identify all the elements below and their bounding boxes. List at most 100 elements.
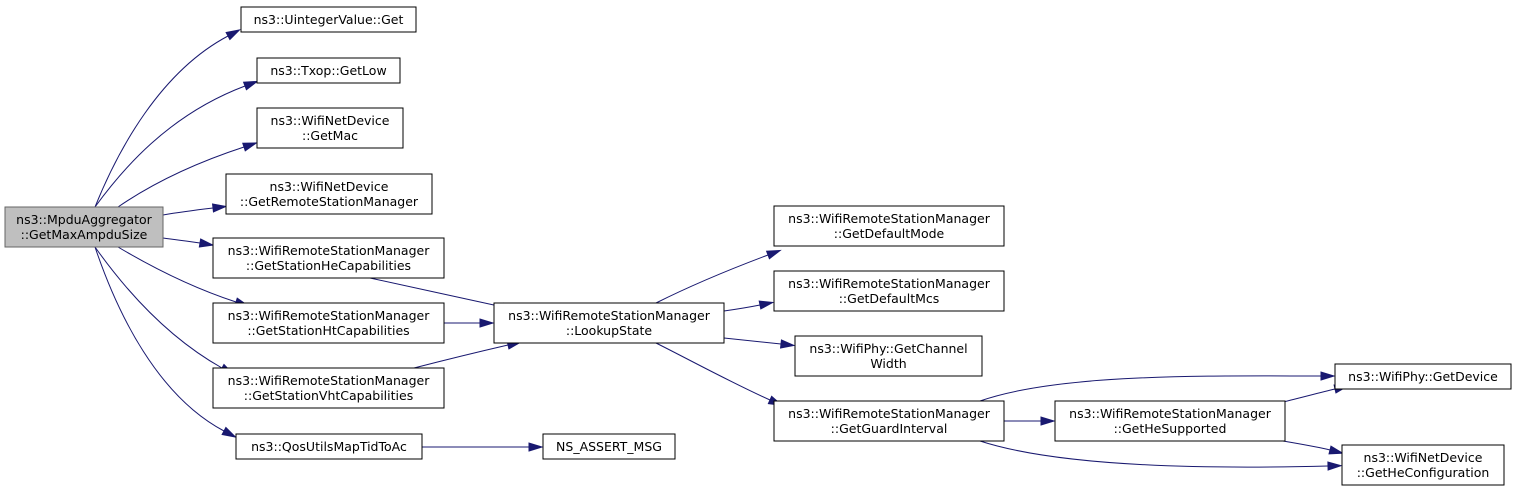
node-label-line: ns3::WifiRemoteStationManager: [228, 373, 431, 388]
edge-root-to-getrsm: [162, 203, 228, 216]
node-box: [1341, 444, 1505, 486]
node-label-line: ::GetMac: [302, 128, 358, 143]
edge-htcap-to-lookup: [444, 318, 495, 328]
node-label-line: ns3::WifiPhy::GetDevice: [1348, 369, 1498, 384]
edge-lookup-to-guard: [655, 342, 784, 407]
node-uinteger[interactable]: ns3::UintegerValue::Get: [240, 6, 417, 33]
node-box: [794, 335, 983, 377]
node-label-line: ns3::UintegerValue::Get: [254, 12, 404, 27]
node-getdevice[interactable]: ns3::WifiPhy::GetDevice: [1334, 363, 1512, 390]
node-box: [256, 57, 401, 84]
arrowhead: [242, 142, 258, 152]
node-box: [212, 367, 445, 409]
node-label-line: ::GetDefaultMode: [834, 226, 945, 241]
arrowhead: [765, 249, 782, 260]
node-box: [1334, 363, 1512, 390]
node-defmode[interactable]: ns3::WifiRemoteStationManager::GetDefaul…: [773, 205, 1005, 247]
edge-line: [94, 35, 229, 208]
node-label-line: ::GetMaxAmpduSize: [21, 227, 148, 242]
arrowhead: [1327, 461, 1343, 471]
node-label-line: ns3::WifiNetDevice: [1364, 450, 1483, 465]
edge-guard-to-getdevice: [979, 371, 1336, 402]
arrowhead: [1328, 445, 1345, 455]
node-hesup[interactable]: ns3::WifiRemoteStationManager::GetHeSupp…: [1054, 400, 1286, 442]
edge-line: [655, 342, 771, 401]
edge-line: [162, 237, 201, 244]
node-htcap[interactable]: ns3::WifiRemoteStationManager::GetStatio…: [212, 302, 445, 344]
node-label-line: ns3::WifiRemoteStationManager: [788, 211, 991, 226]
node-guard[interactable]: ns3::WifiRemoteStationManager::GetGuardI…: [773, 400, 1005, 442]
node-box: [542, 433, 676, 460]
node-label-line: ns3::WifiRemoteStationManager: [788, 406, 991, 421]
node-assert[interactable]: NS_ASSERT_MSG: [542, 433, 676, 460]
arrowhead: [1320, 371, 1336, 381]
node-label-line: ::GetDefaultMcs: [839, 291, 940, 306]
node-getrsm[interactable]: ns3::WifiNetDevice::GetRemoteStationMana…: [225, 173, 433, 215]
edge-lookup-to-defmcs: [723, 300, 775, 312]
edge-line: [94, 246, 223, 369]
arrowhead: [1040, 416, 1056, 426]
node-box: [235, 433, 423, 460]
arrowhead: [758, 300, 775, 310]
node-box: [256, 107, 404, 149]
arrowhead: [198, 238, 215, 248]
edge-guard-to-heconf: [979, 440, 1343, 471]
edge-line: [94, 85, 246, 208]
node-label-line: Width: [870, 356, 906, 371]
arrowhead: [242, 80, 259, 91]
edge-line: [94, 246, 225, 432]
node-hecap[interactable]: ns3::WifiRemoteStationManager::GetStatio…: [212, 237, 445, 279]
arrowhead: [528, 442, 544, 452]
arrowhead: [211, 203, 228, 213]
edge-line: [413, 344, 509, 369]
node-box: [4, 206, 164, 248]
arrowhead: [221, 426, 237, 438]
node-box: [1054, 400, 1286, 442]
node-label-line: ns3::Txop::GetLow: [270, 63, 386, 78]
node-vhtcap[interactable]: ns3::WifiRemoteStationManager::GetStatio…: [212, 367, 445, 409]
node-box: [212, 302, 445, 344]
edge-lookup-to-chwidth: [723, 337, 796, 349]
node-label-line: ns3::WifiRemoteStationManager: [508, 308, 711, 323]
node-box: [773, 205, 1005, 247]
edge-line: [1282, 388, 1336, 403]
edge-line: [162, 207, 214, 216]
node-label-line: ns3::WifiRemoteStationManager: [228, 243, 431, 258]
edge-guard-to-hesup: [1003, 416, 1056, 426]
edge-line: [655, 254, 769, 304]
node-label-line: ::GetStationHtCapabilities: [247, 323, 409, 338]
edge-root-to-qos: [94, 246, 237, 438]
edge-line: [117, 246, 237, 303]
node-root: ns3::MpduAggregator::GetMaxAmpduSize: [4, 206, 164, 248]
node-defmcs[interactable]: ns3::WifiRemoteStationManager::GetDefaul…: [773, 270, 1005, 312]
node-label-line: ns3::WifiPhy::GetChannel: [809, 341, 967, 356]
arrowhead: [779, 339, 796, 349]
node-label-line: ::LookupState: [566, 323, 653, 338]
arrowhead: [479, 318, 495, 328]
edge-line: [723, 337, 782, 345]
node-lookup[interactable]: ns3::WifiRemoteStationManager::LookupSta…: [493, 302, 725, 344]
node-label-line: ns3::WifiRemoteStationManager: [228, 308, 431, 323]
edge-line: [117, 146, 245, 208]
node-txop[interactable]: ns3::Txop::GetLow: [256, 57, 401, 84]
node-label-line: ::GetStationVhtCapabilities: [244, 388, 413, 403]
node-label-line: ns3::WifiNetDevice: [271, 113, 390, 128]
nodes-layer: ns3::MpduAggregator::GetMaxAmpduSizens3:…: [4, 6, 1512, 486]
arrowhead: [225, 29, 241, 41]
node-qos[interactable]: ns3::QosUtilsMapTidToAc: [235, 433, 423, 460]
edge-line: [723, 304, 761, 312]
edge-line: [369, 277, 504, 308]
node-box: [773, 270, 1005, 312]
node-label-line: ::GetStationHeCapabilities: [246, 258, 411, 273]
edge-line: [979, 375, 1322, 402]
node-getmac[interactable]: ns3::WifiNetDevice::GetMac: [256, 107, 404, 149]
node-heconf[interactable]: ns3::WifiNetDevice::GetHeConfiguration: [1341, 444, 1505, 486]
edge-line: [1282, 440, 1331, 451]
node-box: [240, 6, 417, 33]
edge-hesup-to-heconf: [1282, 440, 1345, 455]
edge-root-to-txop: [94, 80, 259, 208]
node-label-line: ns3::MpduAggregator: [16, 212, 153, 227]
node-label-line: ns3::WifiRemoteStationManager: [1069, 406, 1272, 421]
